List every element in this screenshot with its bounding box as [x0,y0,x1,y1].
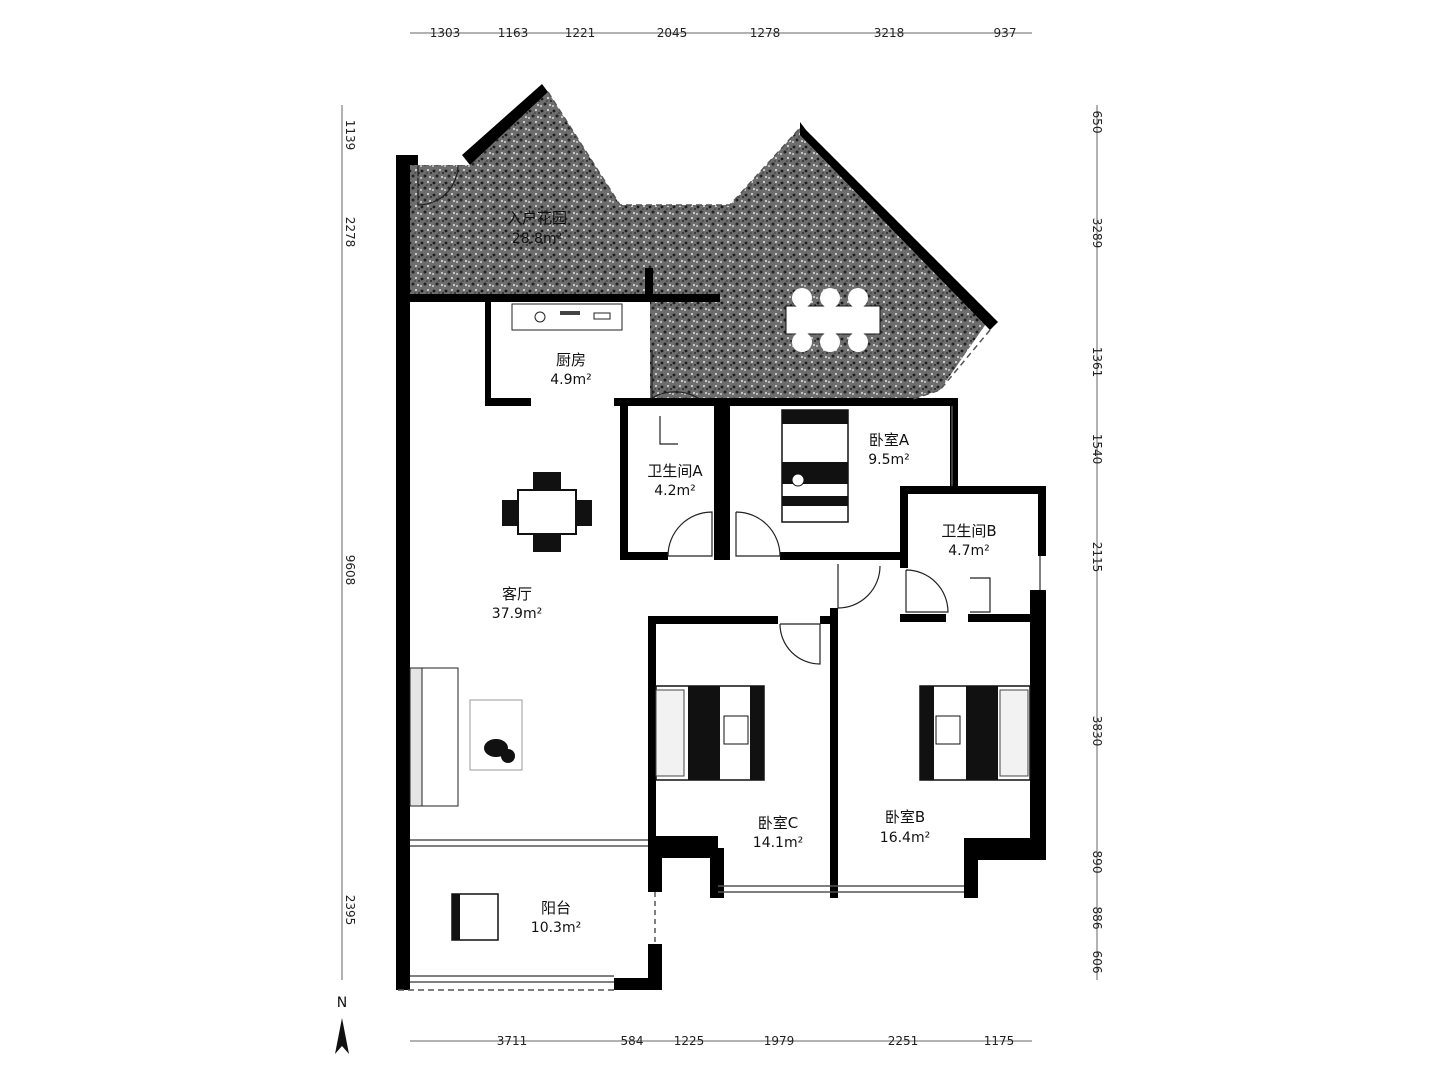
dim-top-5: 1278 [750,26,781,40]
room-bath-b-area: 4.7m² [948,543,990,559]
room-living-name: 客厅 [502,585,532,603]
dim-right-1: 650 [1090,111,1104,134]
dimension-right: 650 3289 1361 1540 2115 3830 890 886 606 [1090,111,1104,974]
dim-right-2: 3289 [1090,218,1104,249]
room-balcony: 阳台 10.3m² [531,899,581,936]
room-living: 客厅 37.9m² [492,585,542,622]
kitchen-counter [511,303,623,331]
dimension-bottom: 3711 584 1225 1979 2251 1175 [497,1034,1015,1048]
room-bed-c-area: 14.1m² [753,835,803,851]
dim-right-5: 2115 [1090,542,1104,573]
dim-bottom-6: 1175 [984,1034,1015,1048]
doors [417,164,991,665]
dining-table [502,472,592,552]
dim-left-2: 2278 [343,217,357,248]
dim-bottom-1: 3711 [497,1034,528,1048]
room-garden: 入户花园 28.8m² [507,209,567,247]
dim-top-4: 2045 [657,26,688,40]
room-bath-b: 卫生间B 4.7m² [941,522,996,559]
dim-left-3: 9608 [343,555,357,586]
dim-top-3: 1221 [565,26,596,40]
windows [398,91,1041,991]
room-living-area: 37.9m² [492,606,542,622]
sofa [409,667,523,807]
dim-bottom-2: 584 [621,1034,644,1048]
room-balcony-name: 阳台 [541,899,571,917]
bed-c [655,685,765,781]
dim-top-2: 1163 [498,26,529,40]
room-bath-a: 卫生间A 4.2m² [647,462,703,499]
room-bath-a-name: 卫生间A [647,462,703,480]
dim-top-6: 3218 [874,26,905,40]
room-bed-c: 卧室C 14.1m² [753,814,803,851]
dim-right-6: 3830 [1090,716,1104,747]
room-bed-b-area: 16.4m² [880,830,930,846]
room-bath-a-area: 4.2m² [654,483,696,499]
room-balcony-area: 10.3m² [531,920,581,936]
dim-right-9: 606 [1090,951,1104,974]
dim-bottom-4: 1979 [764,1034,795,1048]
garden-table-set [785,288,881,352]
dimension-top: 1303 1163 1221 2045 1278 3218 937 [430,26,1017,40]
north-compass: N [335,995,349,1054]
room-bed-b: 卧室B 16.4m² [880,808,930,846]
room-kitchen: 厨房 4.9m² [550,351,592,388]
room-kitchen-area: 4.9m² [550,372,592,388]
room-bed-a-area: 9.5m² [868,452,910,468]
dim-top-1: 1303 [430,26,461,40]
dim-right-3: 1361 [1090,347,1104,378]
dim-top-7: 937 [994,26,1017,40]
room-bath-b-name: 卫生间B [941,522,996,540]
dimension-left: 1139 2278 9608 2395 [343,120,357,926]
dim-left-4: 2395 [343,895,357,926]
bed-a [781,409,849,523]
room-garden-name: 入户花园 [507,209,567,227]
dim-bottom-3: 1225 [674,1034,705,1048]
dim-left-1: 1139 [343,120,357,151]
balcony-chair [451,893,499,941]
walls [396,84,1046,990]
room-bed-c-name: 卧室C [758,814,798,832]
dim-bottom-5: 2251 [888,1034,919,1048]
bed-b [919,685,1031,781]
dim-right-7: 890 [1090,851,1104,874]
north-label: N [337,995,347,1011]
room-bed-a: 卧室A 9.5m² [868,431,910,468]
dimension-lines [341,32,1098,1042]
north-arrow-icon [335,1018,349,1054]
dim-right-8: 886 [1090,907,1104,930]
room-kitchen-name: 厨房 [556,351,586,369]
room-bed-b-name: 卧室B [885,808,925,826]
room-garden-area: 28.8m² [512,231,562,247]
room-bed-a-name: 卧室A [869,431,910,449]
dim-right-4: 1540 [1090,434,1104,465]
